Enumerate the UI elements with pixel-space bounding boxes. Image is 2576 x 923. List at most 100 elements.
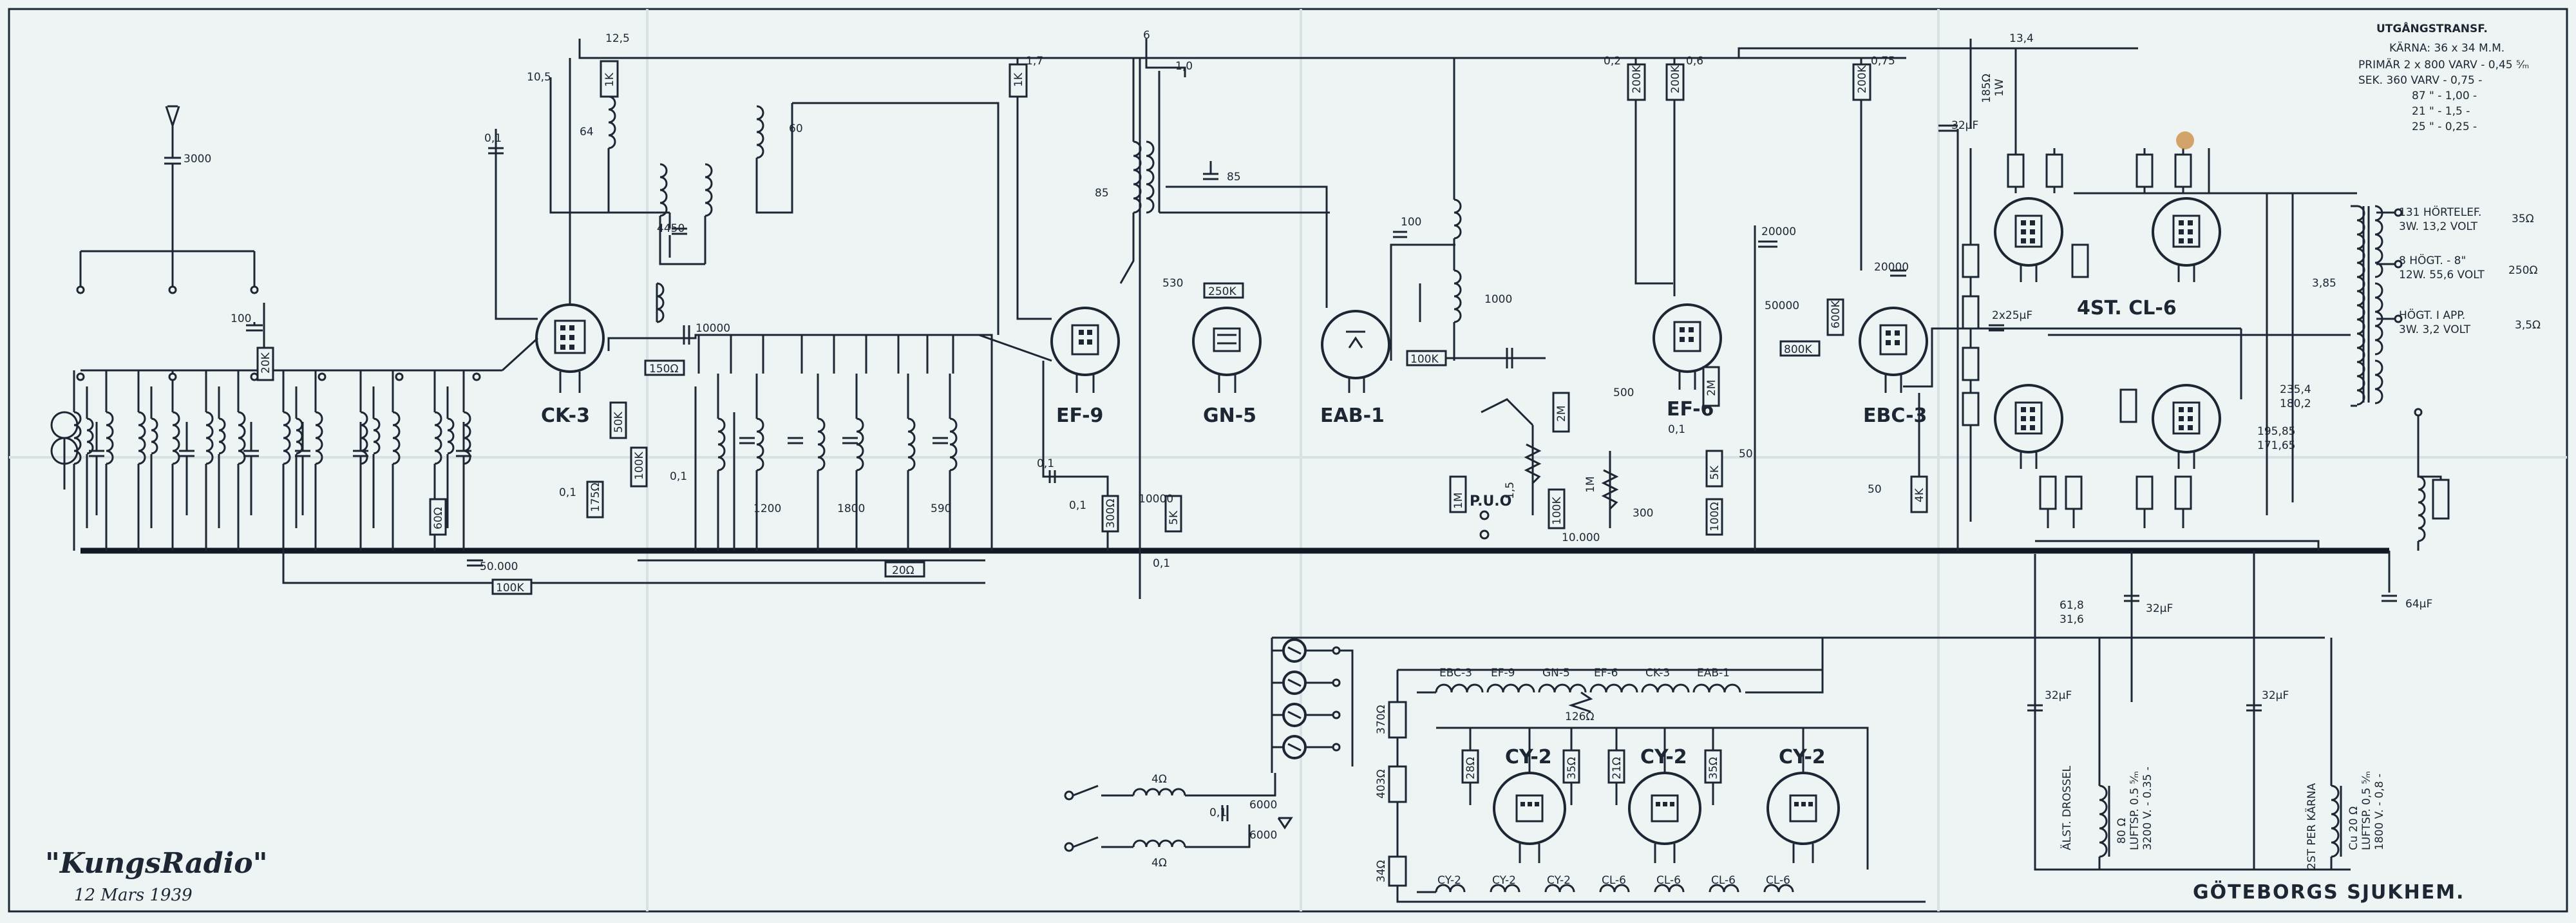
choke-line-4: 3200 V. - 0.35 - [2141, 766, 2154, 850]
grid-dot [2188, 229, 2193, 234]
coil [373, 417, 381, 455]
coil [1146, 140, 1155, 214]
heater-label-ebc-3: EBC-3 [1439, 667, 1472, 680]
coil [2418, 475, 2426, 542]
ck3-screen-lead [495, 129, 538, 320]
coil [447, 417, 455, 455]
mains-choke: 2ST PER KÄRNA Cu 20 Ω LUFTSP. 0,5 ⁵⁄ₘ 18… [2305, 638, 2386, 870]
cap-32uf-c: 32μF [2027, 689, 2072, 712]
cap-3000-label: 3000 [184, 153, 211, 166]
coil [756, 105, 764, 159]
cap-10000c-label: 10.000 [1562, 531, 1600, 544]
coil [315, 411, 323, 465]
grid-dot [2030, 220, 2035, 225]
grid-dot [2021, 425, 2026, 430]
cap-500-label: 500 [1613, 386, 1634, 399]
wire [1287, 710, 1302, 719]
customer-text: GÖTEBORGS SJUKHEM. [2193, 880, 2465, 904]
electrode [2014, 401, 2043, 435]
lamp-terminal [1332, 646, 1341, 655]
tube-ck3: CK-3 [535, 303, 605, 427]
grid-dot [1663, 802, 1667, 806]
tube-cl6 [2152, 384, 2221, 453]
mains-choke-line-4: 1800 V. - 0,8 - [2373, 774, 2386, 850]
resistor [1461, 749, 1479, 784]
volt-1w: 1W [1993, 79, 2006, 97]
coil [1544, 884, 1575, 893]
coil [205, 411, 214, 465]
volt-31-6: 31,6 [2060, 613, 2084, 626]
grid-dot [1801, 802, 1806, 806]
mains-input[interactable]: 4Ω 4Ω 0,1 6000 6000 [1064, 773, 1293, 870]
out2-value: 250Ω [2508, 264, 2537, 277]
res-5k-b-label: 5K [1709, 465, 1721, 480]
cap-0-1a-label: 0,1 [484, 132, 502, 145]
terminal [2414, 408, 2423, 417]
wire [1340, 649, 1354, 766]
out3-desc1: HÖGT. I APP. [2399, 308, 2465, 322]
cap-32uf-d: 32μF [2246, 551, 2289, 870]
heater-return [1396, 670, 1926, 903]
res-100-ef6-label: 100Ω [1709, 502, 1721, 531]
coil [1133, 140, 1142, 214]
res-heater-label: 21Ω [1611, 757, 1624, 779]
grid-dot [2179, 407, 2184, 412]
rail-13v [1738, 47, 2138, 58]
pickup-switch[interactable]: P.U.O [1470, 398, 1534, 540]
resistor [1962, 243, 1980, 278]
spec-line-5: 21 " - 1,5 - [2412, 105, 2470, 118]
res-126-label: 126Ω [1565, 710, 1594, 723]
tone-pot[interactable]: 1M 300 [1584, 451, 1653, 528]
res-4a-label: 4Ω [1151, 773, 1167, 786]
coil [2331, 785, 2340, 858]
wire [1287, 646, 1302, 655]
tube-cy2 [1766, 772, 1840, 845]
cap-50000: 50.000 [467, 559, 518, 573]
cap-100-label: 100 [231, 312, 251, 325]
coil [218, 417, 226, 455]
transformer-spec: UTGÅNGSTRANSF. KÄRNA: 36 x 34 M.M. PRIMÄ… [2358, 21, 2529, 133]
coil [1709, 884, 1739, 893]
volt-10-5: 10,5 [527, 71, 551, 84]
ef9-grid-lead [1016, 148, 1052, 320]
res-200k-c-label: 200K [1856, 65, 1869, 93]
output-stage [1956, 39, 2357, 551]
discriminator-coil [1419, 58, 1462, 361]
rect-heater-label: CY-2 [1547, 874, 1571, 887]
cap-50000-label: 50.000 [480, 560, 518, 573]
res-600k-label: 600K [1830, 300, 1842, 328]
switch-contact [472, 372, 481, 381]
cap-64uf-label: 64μF [2405, 598, 2432, 611]
wire [1287, 678, 1302, 687]
lamp-terminal [1332, 678, 1341, 687]
out3-desc2: 3W. 3,2 VOLT [2399, 323, 2471, 336]
coil [1132, 788, 1186, 796]
grid-dot [2188, 416, 2193, 421]
grid-dot [2030, 238, 2035, 243]
ck3-grid-lead [501, 337, 539, 372]
sheet-border [8, 8, 2568, 913]
rect-heater-label: CL-6 [1711, 874, 1736, 887]
cap-1-5-label: 1,5 [1504, 482, 1517, 499]
coil [172, 411, 180, 465]
res-100k-a: 100K [630, 446, 648, 488]
volt-6: 6 [1143, 29, 1150, 42]
coil [1538, 683, 1587, 693]
choke-line-1: ÄLST. DROSSEL [2060, 765, 2074, 850]
res-175: 175Ω 0,1 0,1 [559, 470, 687, 519]
cap-100b-label: 100 [1401, 216, 1421, 229]
lamp-terminal [1332, 710, 1341, 719]
filter-choke: ÄLST. DROSSEL 80 Ω LUFTSP. 0.5 ⁵⁄ₘ 3200 … [2060, 638, 2154, 870]
wire [1119, 213, 1135, 284]
res-34: 34Ω [1375, 855, 1407, 887]
res-50k: 50K [609, 401, 627, 439]
res-2m-b-label: 2M [1705, 380, 1718, 396]
volume-pot[interactable]: 1,5 [1504, 425, 1542, 515]
res-5k: 5K 10000 [1139, 493, 1182, 533]
cap-6000b-label: 6000 [1249, 829, 1277, 842]
res-heater-label: 28Ω [1464, 757, 1477, 779]
coil [1435, 683, 1484, 693]
res-200k-a-label: 200K [1631, 65, 1643, 93]
